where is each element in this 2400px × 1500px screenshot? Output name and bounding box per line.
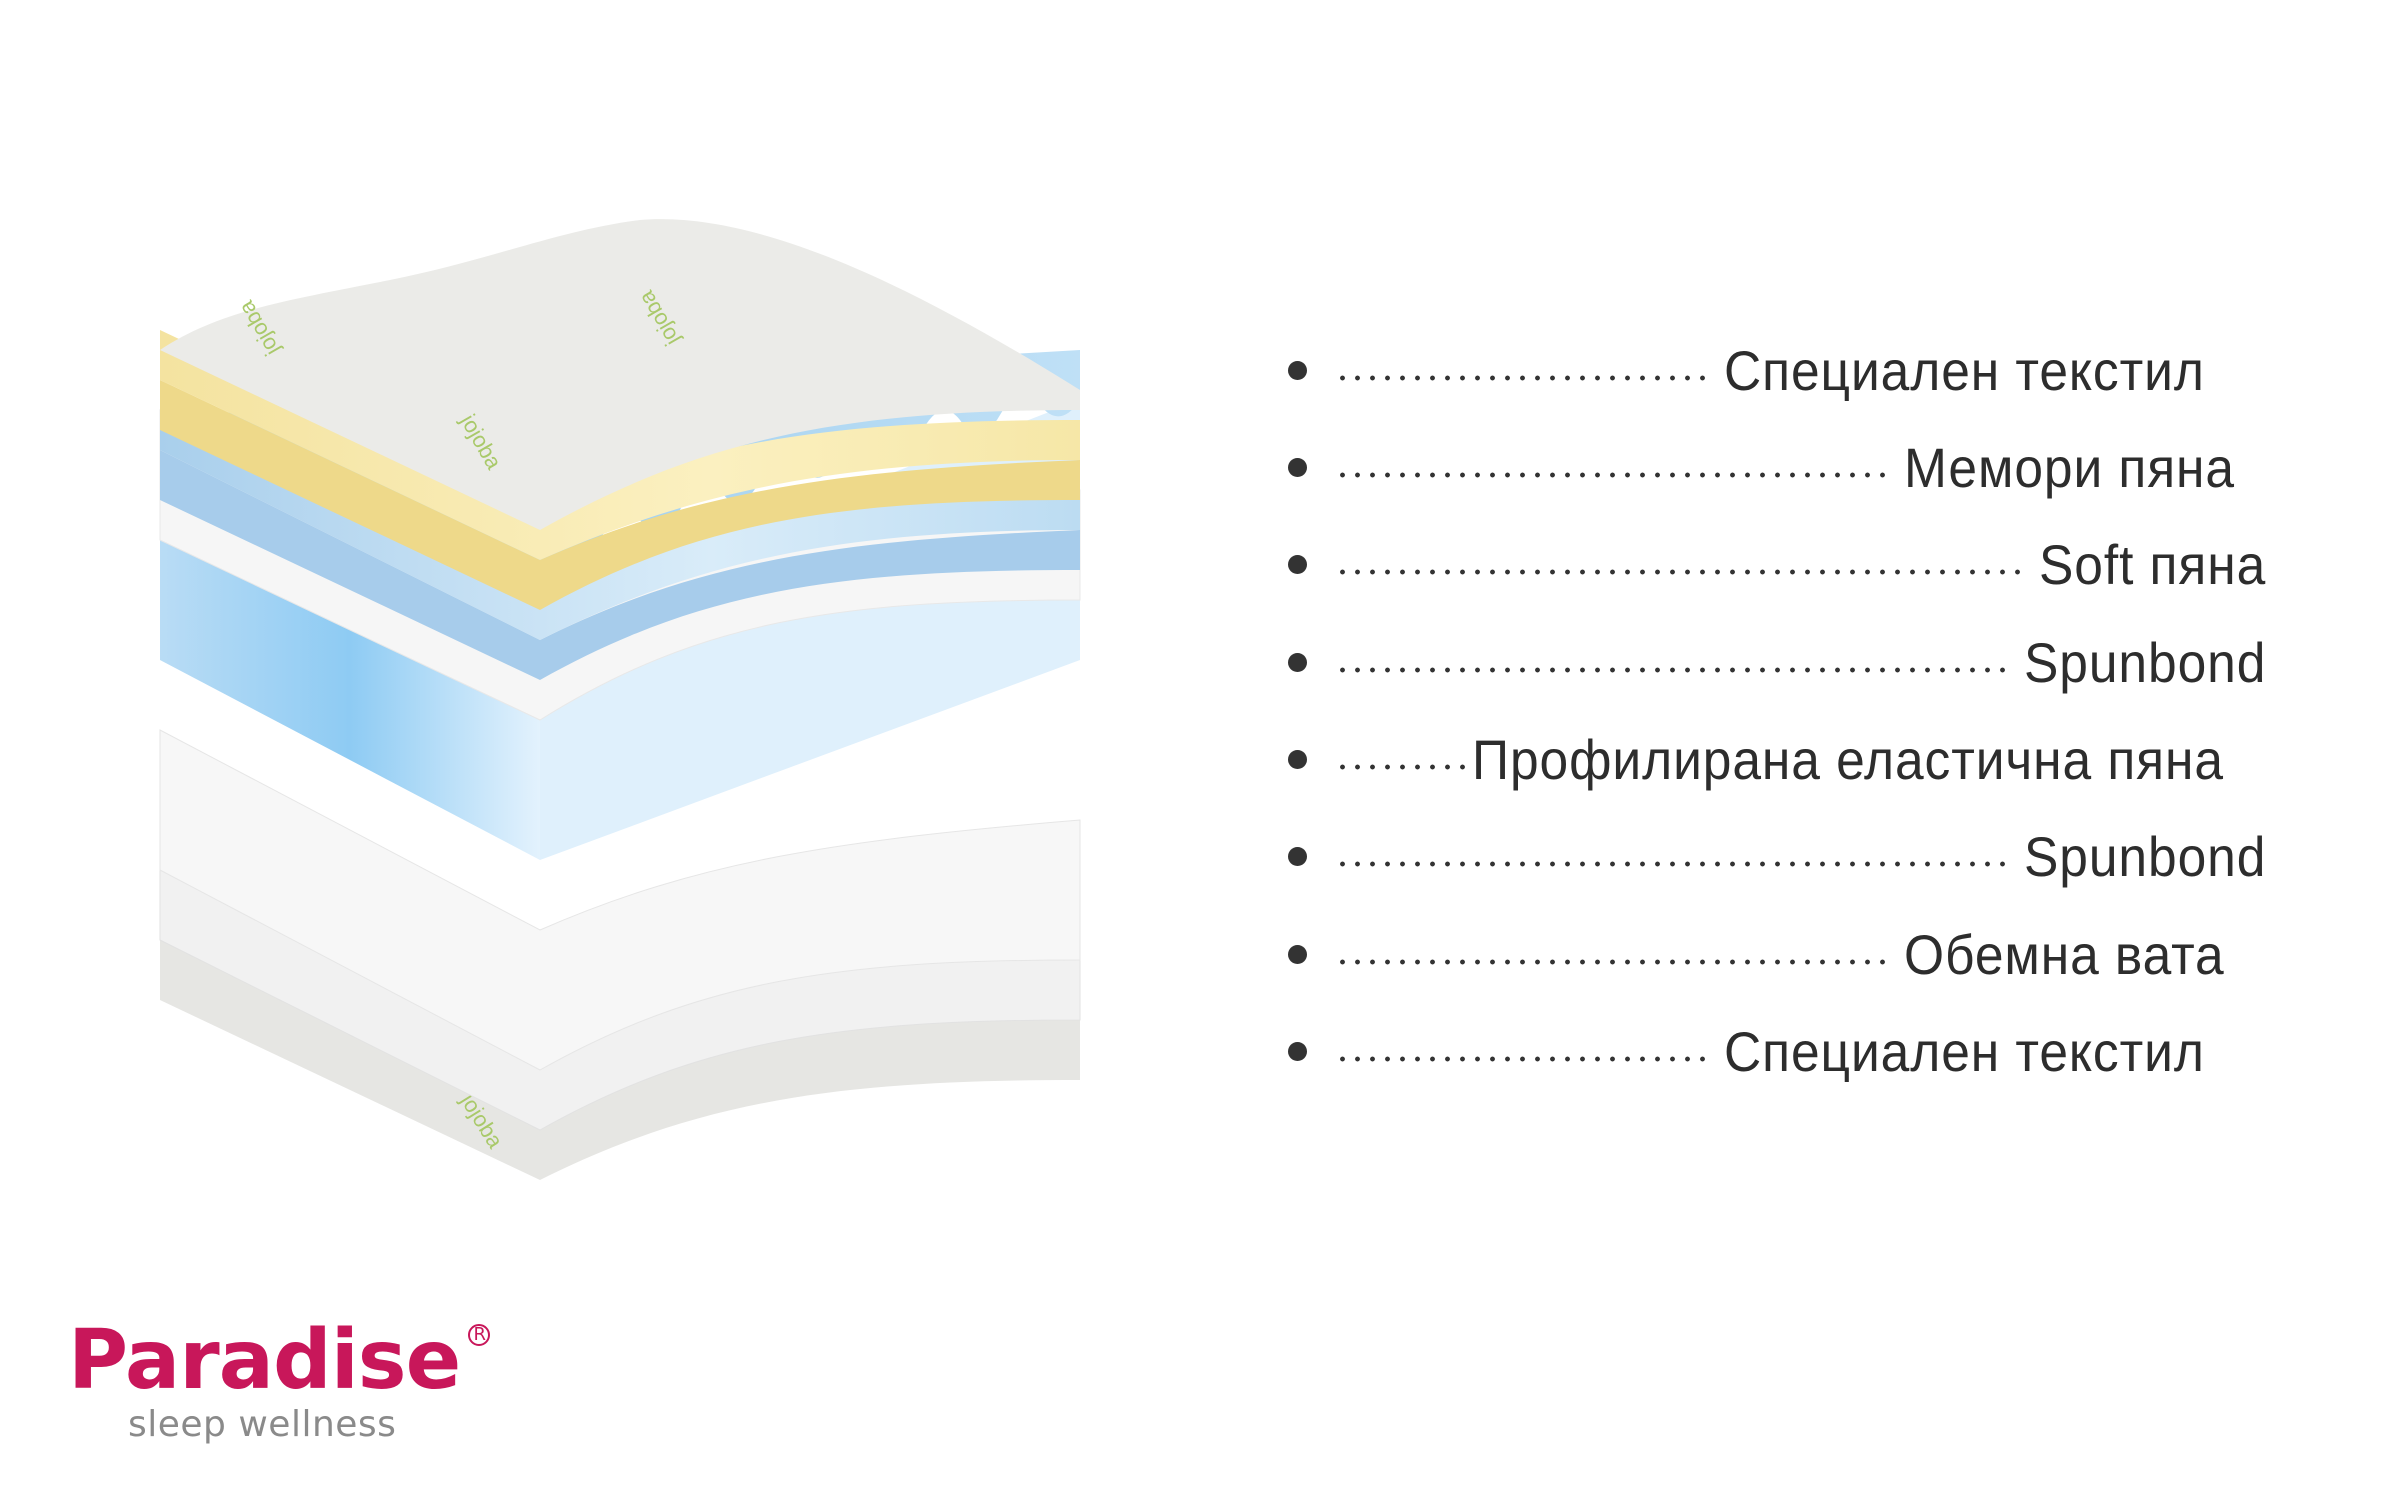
bullet-icon xyxy=(1288,749,1307,769)
legend-label: Soft пяна xyxy=(2039,532,2267,596)
bullet-icon xyxy=(1288,360,1307,380)
legend-label: Специален текстил xyxy=(1724,1019,2205,1083)
logo-tagline: sleep wellness xyxy=(128,1404,397,1445)
logo-wordmark: Paradise R xyxy=(68,1320,491,1402)
dotted-leader xyxy=(1335,472,1890,478)
legend-item: Специален текстил xyxy=(1270,1019,2350,1083)
legend-label: Мемори пяна xyxy=(1904,435,2235,499)
dotted-leader xyxy=(1335,569,2025,575)
dotted-leader xyxy=(1335,861,2010,867)
legend-item: Soft пяна xyxy=(1270,532,2350,596)
legend-item: Мемори пяна xyxy=(1270,435,2350,499)
dotted-leader xyxy=(1335,375,1710,381)
layer-soft-foam xyxy=(160,400,1080,680)
legend-label: Специален текстил xyxy=(1724,338,2205,402)
registered-trademark-icon: R xyxy=(468,1324,491,1346)
bullet-icon xyxy=(1288,944,1307,964)
legend-label: Профилирана еластична пяна xyxy=(1472,727,2224,791)
layer-top-textile: jojoba jojoba jojoba xyxy=(160,219,1080,531)
logo-name-text: Paradise xyxy=(68,1313,461,1408)
layer-memory-foam xyxy=(160,330,1080,610)
paradise-logo: Paradise R sleep wellness xyxy=(68,1320,491,1445)
dotted-leader xyxy=(1335,764,1470,770)
bullet-icon xyxy=(1288,652,1307,672)
dotted-leader xyxy=(1335,667,2010,673)
legend-item: Специален текстил xyxy=(1270,338,2350,402)
legend-item: Spunbond xyxy=(1270,630,2350,694)
dotted-leader xyxy=(1335,959,1890,965)
legend-item: Обемна вата xyxy=(1270,922,2350,986)
mattress-layers-illustration: jojoba jojob xyxy=(140,200,1100,1200)
legend-label: Spunbond xyxy=(2024,630,2267,694)
dotted-leader xyxy=(1335,1056,1710,1062)
bullet-icon xyxy=(1288,457,1307,477)
legend-item: Spunbond xyxy=(1270,824,2350,888)
legend-label: Обемна вата xyxy=(1904,922,2225,986)
layer-legend: Специален текстил Мемори пяна Soft пяна … xyxy=(1270,0,2370,1500)
layer-spunbond-bottom xyxy=(159,729,1081,1071)
legend-item: Профилирана еластична пяна xyxy=(1270,727,2350,791)
bullet-icon xyxy=(1288,554,1307,574)
bullet-icon xyxy=(1288,1041,1307,1061)
legend-label: Spunbond xyxy=(2024,824,2267,888)
bullet-icon xyxy=(1288,846,1307,866)
